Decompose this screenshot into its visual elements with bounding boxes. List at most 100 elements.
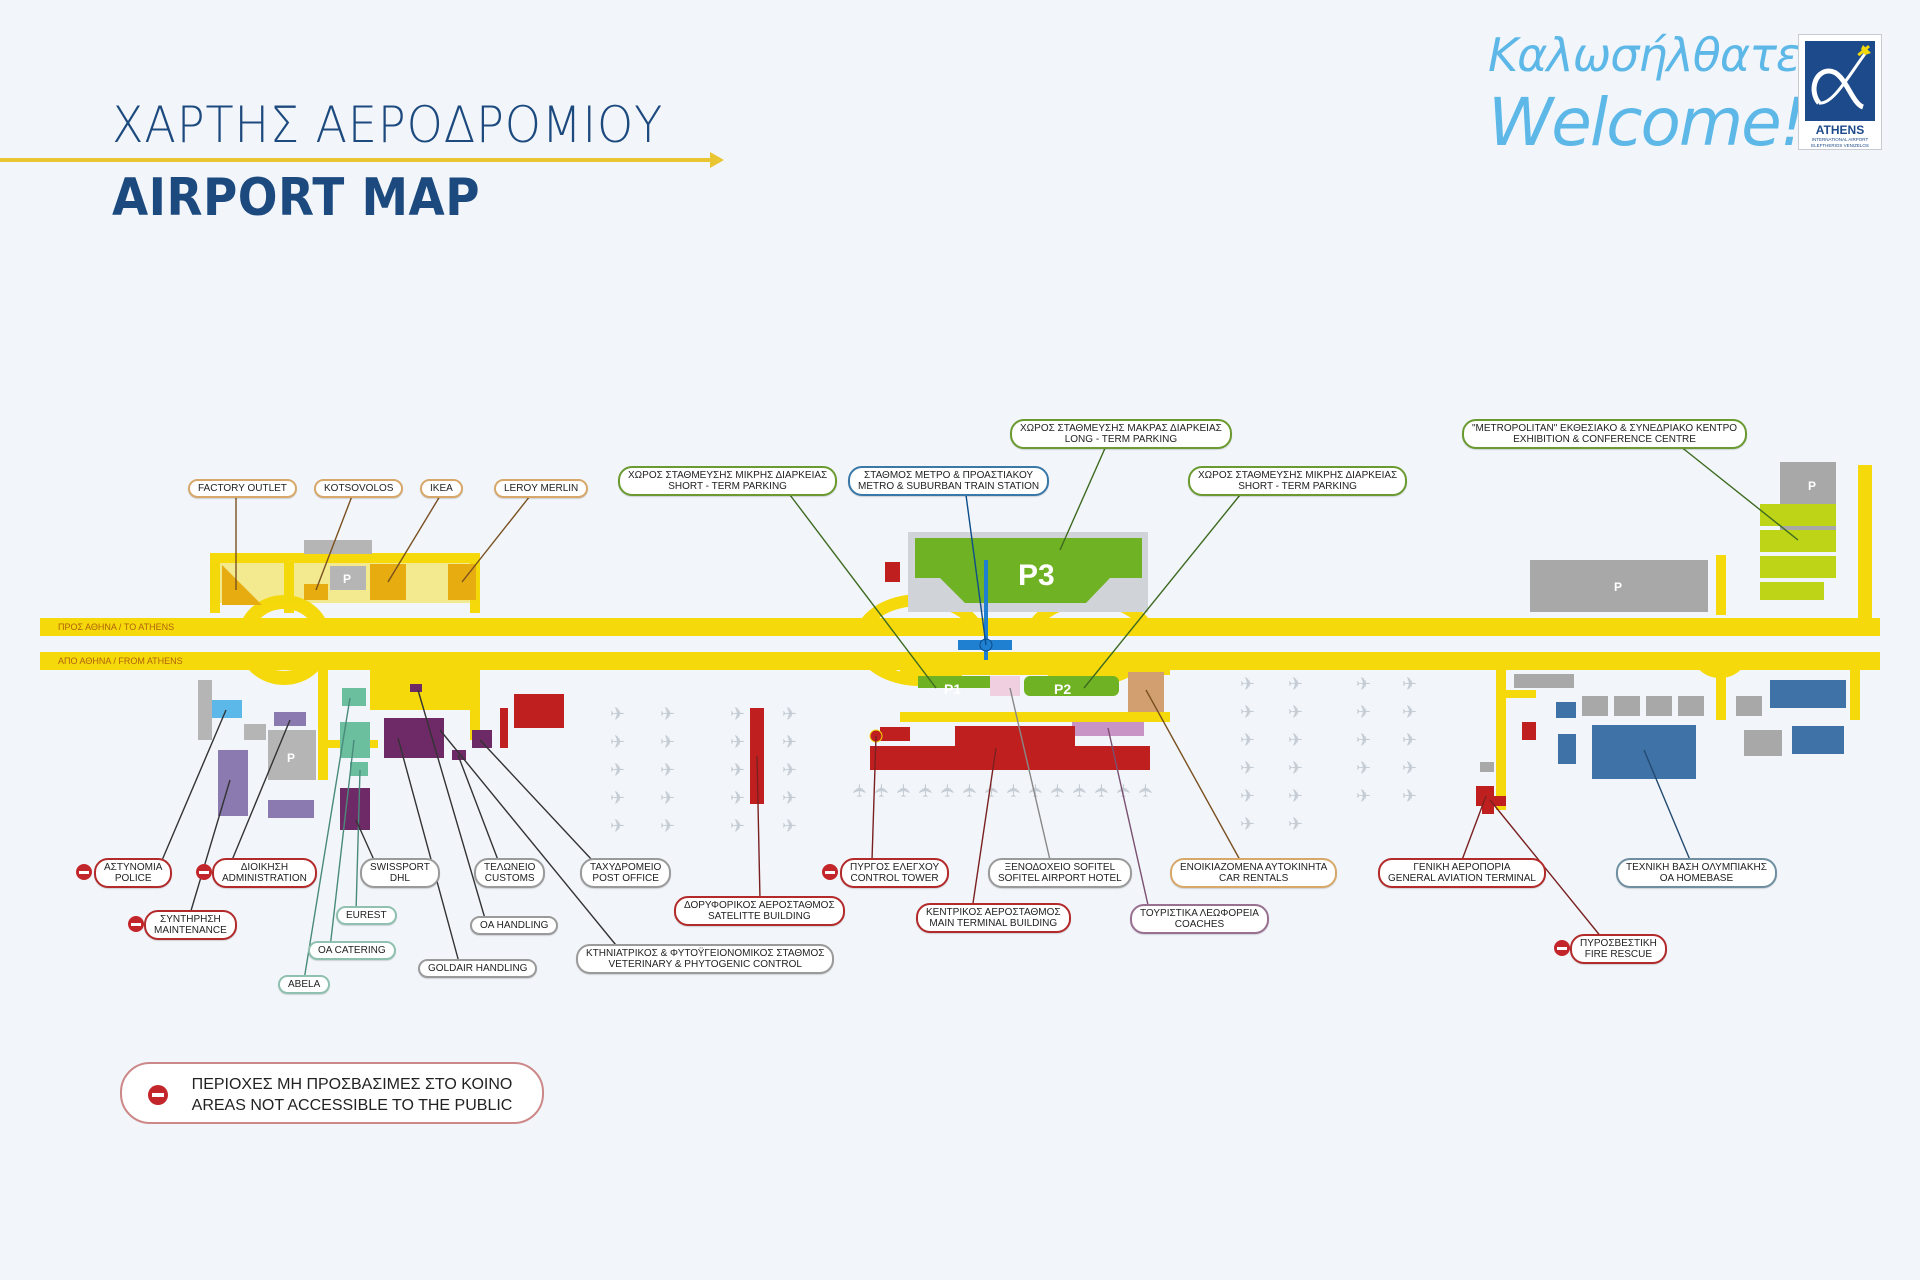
p2-label: P2 <box>1054 681 1071 697</box>
p3-label: P3 <box>1018 559 1055 592</box>
aircraft-icon: ✈ <box>982 783 1003 798</box>
label-goldair-handling[interactable]: GOLDAIR HANDLING <box>418 959 538 978</box>
aircraft-icon: ✈ <box>1004 783 1025 798</box>
hangar <box>1792 726 1844 754</box>
conference-hall-3 <box>1760 556 1836 578</box>
metro-line <box>984 560 988 660</box>
leader-lines <box>159 445 1799 981</box>
oa-handling-building <box>410 684 422 692</box>
label-abela[interactable]: ABELA <box>278 975 331 994</box>
administration-building <box>274 712 306 726</box>
logo-emblem <box>1805 41 1875 121</box>
aircraft-icon: ✈ <box>1240 702 1255 723</box>
label-eurest[interactable]: EUREST <box>336 906 397 925</box>
no-entry-icon <box>196 864 212 880</box>
parking-icon: P <box>1614 580 1622 594</box>
alpha-plane-icon <box>1811 44 1871 110</box>
goldair-building <box>384 718 444 758</box>
aircraft-icon: ✈ <box>1356 730 1371 751</box>
aircraft-icon: ✈ <box>610 760 625 781</box>
label-metropolitan-centre[interactable]: "METROPOLITAN" ΕΚΘΕΣΙΑΚΟ & ΣΥΝΕΔΡΙΑΚΟ ΚΕ… <box>1462 419 1748 449</box>
label-factory-outlet[interactable]: FACTORY OUTLET <box>188 479 297 498</box>
aircraft-icon: ✈ <box>1288 674 1303 695</box>
label-leroy-merlin[interactable]: LEROY MERLIN <box>494 479 589 498</box>
aircraft-icon: ✈ <box>730 732 745 753</box>
no-entry-icon <box>76 864 92 880</box>
no-entry-icon <box>822 864 838 880</box>
parking-east <box>1530 560 1708 612</box>
road-to-athens <box>40 618 1880 636</box>
legend-text: ΠΕΡΙΟΧΕΣ ΜΗ ΠΡΟΣΒΑΣΙΜΕΣ ΣΤΟ ΚΟΙΝΟ AREAS … <box>182 1074 522 1116</box>
no-entry-icon <box>148 1085 168 1105</box>
aircraft-icon: ✈ <box>1136 783 1157 798</box>
aircraft-icon: ✈ <box>850 783 871 798</box>
legend-restricted-areas: ΠΕΡΙΟΧΕΣ ΜΗ ΠΡΟΣΒΑΣΙΜΕΣ ΣΤΟ ΚΟΙΝΟ AREAS … <box>120 1062 544 1124</box>
aircraft-icon: ✈ <box>1402 674 1417 695</box>
label-oa-handling[interactable]: OA HANDLING <box>470 916 559 935</box>
abela-building <box>350 762 368 776</box>
aircraft-icon: ✈ <box>1356 674 1371 695</box>
parking-lot <box>198 680 212 740</box>
eurest-building <box>342 688 366 706</box>
aircraft-icon: ✈ <box>1026 783 1047 798</box>
aircraft-icon: ✈ <box>1288 730 1303 751</box>
aircraft-icon: ✈ <box>1402 758 1417 779</box>
customs-building <box>452 750 466 760</box>
aircraft-icon: ✈ <box>660 816 675 837</box>
aircraft-icon: ✈ <box>1356 702 1371 723</box>
label-oa-catering[interactable]: OA CATERING <box>308 941 396 960</box>
road-label-from-athens: ΑΠΟ ΑΘΗΝΑ / FROM ATHENS <box>58 656 183 666</box>
factory-outlet-building <box>222 565 262 605</box>
aircraft-icon: ✈ <box>1240 758 1255 779</box>
aircraft-icon: ✈ <box>610 704 625 725</box>
aircraft-icon: ✈ <box>730 704 745 725</box>
control-tower <box>880 727 910 741</box>
parking-icons: P P P P <box>287 479 1816 765</box>
aircraft-icon: ✈ <box>1070 783 1091 798</box>
conference-hall-2 <box>1760 530 1836 552</box>
conference-hall-4 <box>1760 582 1824 600</box>
parking-lot <box>244 724 266 740</box>
parking-icon: P <box>1808 479 1816 493</box>
legend-greek: ΠΕΡΙΟΧΕΣ ΜΗ ΠΡΟΣΒΑΣΙΜΕΣ ΣΤΟ ΚΟΙΝΟ <box>191 1076 513 1093</box>
post-office-building <box>472 730 492 748</box>
logo-subtitle-1: INTERNATIONAL AIRPORT <box>1811 137 1869 142</box>
parking-lot <box>330 566 366 590</box>
aircraft-icon: ✈ <box>1288 786 1303 807</box>
aircraft-icon: ✈ <box>782 704 797 725</box>
aircraft-icon: ✈ <box>610 788 625 809</box>
label-ikea[interactable]: IKEA <box>420 479 463 498</box>
aircraft-icon: ✈ <box>1240 814 1255 835</box>
service-area-west <box>198 680 564 830</box>
road-label-to-athens: ΠΡΟΣ ΑΘΗΝΑ / TO ATHENS <box>58 622 175 632</box>
parking-lot <box>1514 674 1574 688</box>
title-english: AIRPORT MAP <box>112 168 480 228</box>
aircraft-icon: ✈ <box>610 816 625 837</box>
aircraft-icon: ✈ <box>916 783 937 798</box>
label-kotsovolos[interactable]: KOTSOVOLOS <box>314 479 404 498</box>
aircraft-icon: ✈ <box>1288 814 1303 835</box>
welcome-english: Welcome! <box>1488 84 1806 161</box>
police-building <box>212 700 242 718</box>
